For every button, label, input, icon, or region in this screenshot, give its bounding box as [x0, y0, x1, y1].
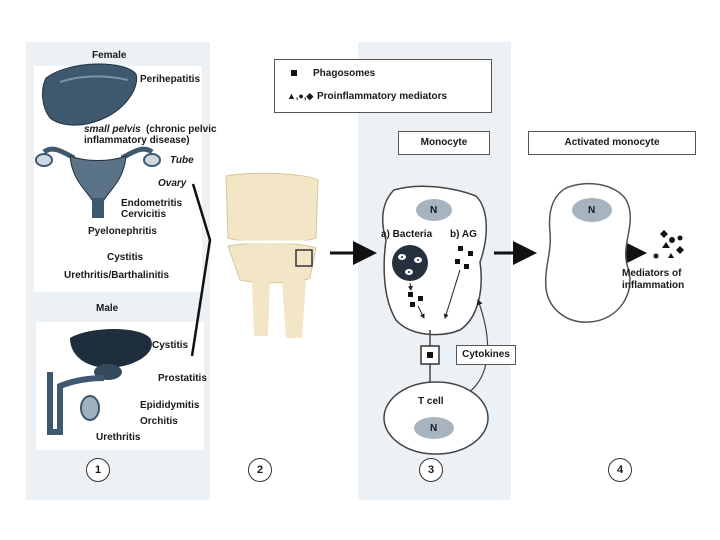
activated-monocyte-nucleus [572, 198, 612, 222]
monocyte-title-box: Monocyte [398, 131, 490, 155]
label-t-cell: T cell [418, 396, 444, 407]
label-urethritis-male: Urethritis [96, 432, 141, 443]
monocyte-nucleus [416, 199, 452, 221]
liver-illustration [42, 63, 138, 126]
cytokines-box: Cytokines [456, 345, 516, 365]
female-heading: Female [92, 50, 127, 61]
step-number-1: 1 [86, 458, 110, 482]
antigen-squares [455, 246, 473, 269]
label-cystitis-female: Cystitis [107, 252, 144, 263]
label-prostatitis: Prostatitis [158, 373, 207, 384]
label-perihepatitis: Perihepatitis [140, 74, 201, 85]
label-urethritis-barthalinitis: Urethritis/Barthalinitis [64, 270, 170, 281]
label-chronic-pelvic: (chronic pelvic [146, 124, 217, 135]
activated-monocyte-title: Activated monocyte [564, 137, 660, 148]
activated-monocyte-title-box: Activated monocyte [528, 131, 696, 155]
label-mediators-line1: Mediators of [622, 268, 682, 279]
released-mediators [653, 230, 684, 259]
label-small-pelvis: small pelvis [84, 124, 141, 135]
label-tube: Tube [170, 155, 194, 166]
label-cystitis-male: Cystitis [152, 340, 189, 351]
label-orchitis: Orchitis [140, 416, 178, 427]
label-mediators-line2: inflammation [622, 280, 685, 291]
monocyte-title: Monocyte [420, 137, 468, 148]
zoom-box-marker [295, 249, 313, 267]
bacteria-phagosome [392, 245, 428, 281]
label-inflammatory-disease: inflammatory disease) [84, 135, 190, 146]
legend-phagosomes: Phagosomes [313, 68, 376, 79]
label-ovary: Ovary [158, 178, 187, 189]
phagosome-legend-symbol [291, 70, 297, 76]
male-anatomy-illustration [47, 329, 152, 435]
label-ag: b) AG [450, 229, 477, 240]
knee-joint-illustration [225, 172, 319, 338]
uterus-illustration [35, 146, 161, 218]
legend-mediator-symbols: ▲,●,◆ [287, 91, 314, 101]
t-cell-nucleus-label: N [430, 423, 438, 434]
legend-box: Phagosomes ▲,●,◆ Proinflammatory mediato… [274, 59, 492, 113]
monocyte-cell [381, 185, 487, 336]
legend-mediators: Proinflammatory mediators [317, 91, 448, 102]
label-endometritis: Endometritis [121, 198, 183, 209]
label-epididymitis: Epididymitis [140, 400, 200, 411]
label-bacteria: a) Bacteria [381, 229, 433, 240]
step-number-3: 3 [419, 458, 443, 482]
activated-nucleus-label: N [588, 205, 596, 216]
step-number-4: 4 [608, 458, 632, 482]
step-number-2: 2 [248, 458, 272, 482]
label-cytokines: Cytokines [462, 349, 510, 360]
t-cell-nucleus [414, 417, 454, 439]
label-pyelonephritis: Pyelonephritis [88, 226, 157, 237]
phagosome-squares [408, 292, 423, 307]
monocyte-nucleus-label: N [430, 205, 438, 216]
activated-monocyte-cell [544, 182, 632, 323]
male-heading: Male [96, 303, 119, 314]
bracket-connector [190, 183, 212, 357]
label-cervicitis: Cervicitis [121, 209, 167, 220]
